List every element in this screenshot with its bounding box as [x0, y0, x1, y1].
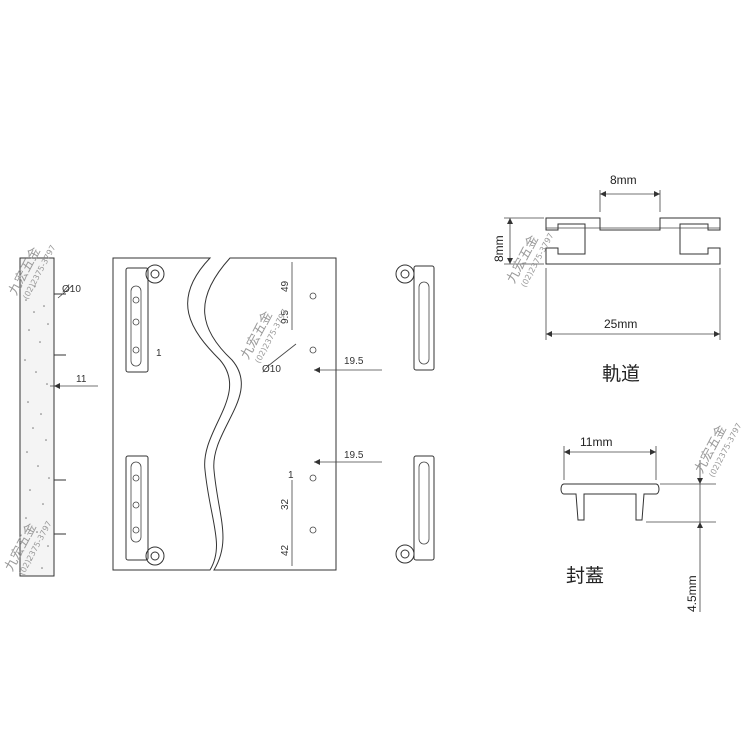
watermark-center: 九宏五金 (02)2375-3797	[237, 308, 289, 365]
cap-caption: 封蓋	[566, 565, 604, 587]
mark-top: 1	[156, 348, 162, 359]
hinge-side-bottom	[395, 455, 435, 564]
door-panels: 1 49 9.5 Ø10 19.5	[112, 257, 382, 571]
cap-dim-width: 11mm	[580, 435, 612, 449]
dim-hole-dia: Ø10	[62, 284, 81, 295]
cap-profile: 11mm 4.5mm 封蓋	[560, 435, 716, 612]
watermark-rail: 九宏五金 (02)2375-3797	[503, 232, 555, 289]
rail-profile: 8mm 8mm 25mm 軌道	[492, 173, 721, 385]
wall-section: Ø10 11	[19, 257, 98, 577]
dim-mid: 9.5	[280, 310, 291, 324]
right-panel-dims-top: 49 9.5 Ø10 19.5	[262, 262, 382, 375]
wall-texture	[24, 285, 50, 569]
watermark-cap: 九宏五金 (02)2375-3797	[691, 422, 743, 479]
dim-hole-small: Ø10	[262, 364, 281, 375]
right-panel-dims-bottom: 19.5 32 42 1	[280, 450, 382, 566]
dim-right-bottom: 19.5	[344, 450, 364, 461]
hinge-top-left: 1	[125, 264, 165, 373]
rail-caption: 軌道	[602, 363, 640, 385]
rail-dim-height: 8mm	[492, 235, 506, 262]
dim-lower-a: 32	[280, 498, 291, 510]
cap-dim-height: 4.5mm	[685, 575, 699, 612]
mark-bottom: 1	[288, 470, 294, 481]
dim-top: 49	[280, 280, 291, 292]
dim-lower-b: 42	[280, 544, 291, 556]
rail-dim-slot: 8mm	[610, 173, 637, 187]
hinge-bottom-left	[125, 455, 165, 566]
hinge-side-top	[395, 264, 435, 371]
rail-dim-width: 25mm	[604, 317, 637, 331]
dim-right-top: 19.5	[344, 356, 364, 367]
dim-gap: 11	[76, 374, 87, 385]
